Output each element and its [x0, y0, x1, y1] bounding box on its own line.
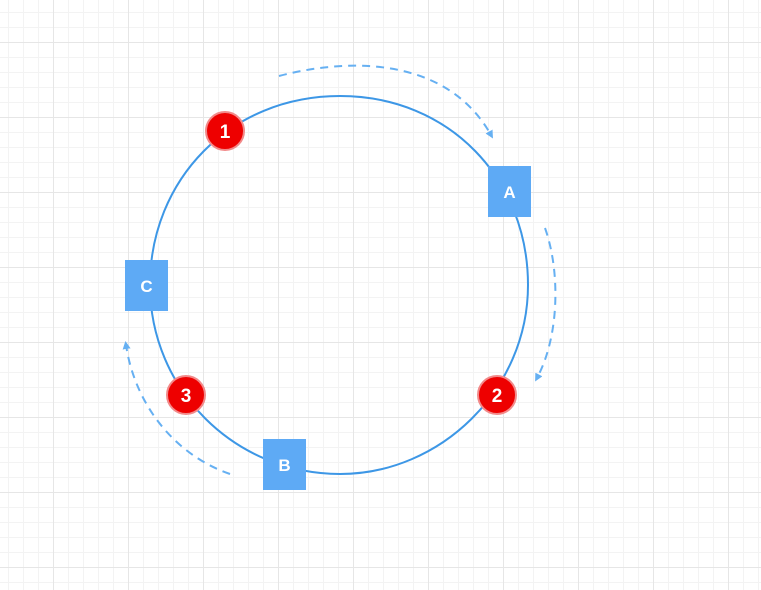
badge-3-label: 3	[181, 386, 192, 407]
node-b-label: B	[278, 456, 290, 475]
arrow-a-to-2	[535, 227, 557, 382]
node-a-label: A	[503, 183, 515, 202]
node-a-box	[488, 166, 531, 217]
badge-1-circle	[205, 111, 245, 151]
badge-3-circle	[166, 375, 206, 415]
badge-1-label: 1	[220, 122, 231, 143]
arrow-to-a	[278, 64, 493, 139]
node-b-box	[263, 439, 306, 490]
node-c-label: C	[140, 277, 152, 296]
node-a[interactable]: A	[488, 166, 531, 217]
node-b[interactable]: B	[263, 439, 306, 490]
badge-2-label: 2	[492, 386, 503, 407]
badge-2[interactable]: 2	[477, 375, 517, 415]
node-c-box	[125, 260, 168, 311]
badge-3[interactable]: 3	[166, 375, 206, 415]
arrow-b-to-c	[122, 341, 231, 475]
ring-circle	[148, 94, 530, 476]
node-c[interactable]: C	[125, 260, 168, 311]
badge-1[interactable]: 1	[205, 111, 245, 151]
badge-2-circle	[477, 375, 517, 415]
